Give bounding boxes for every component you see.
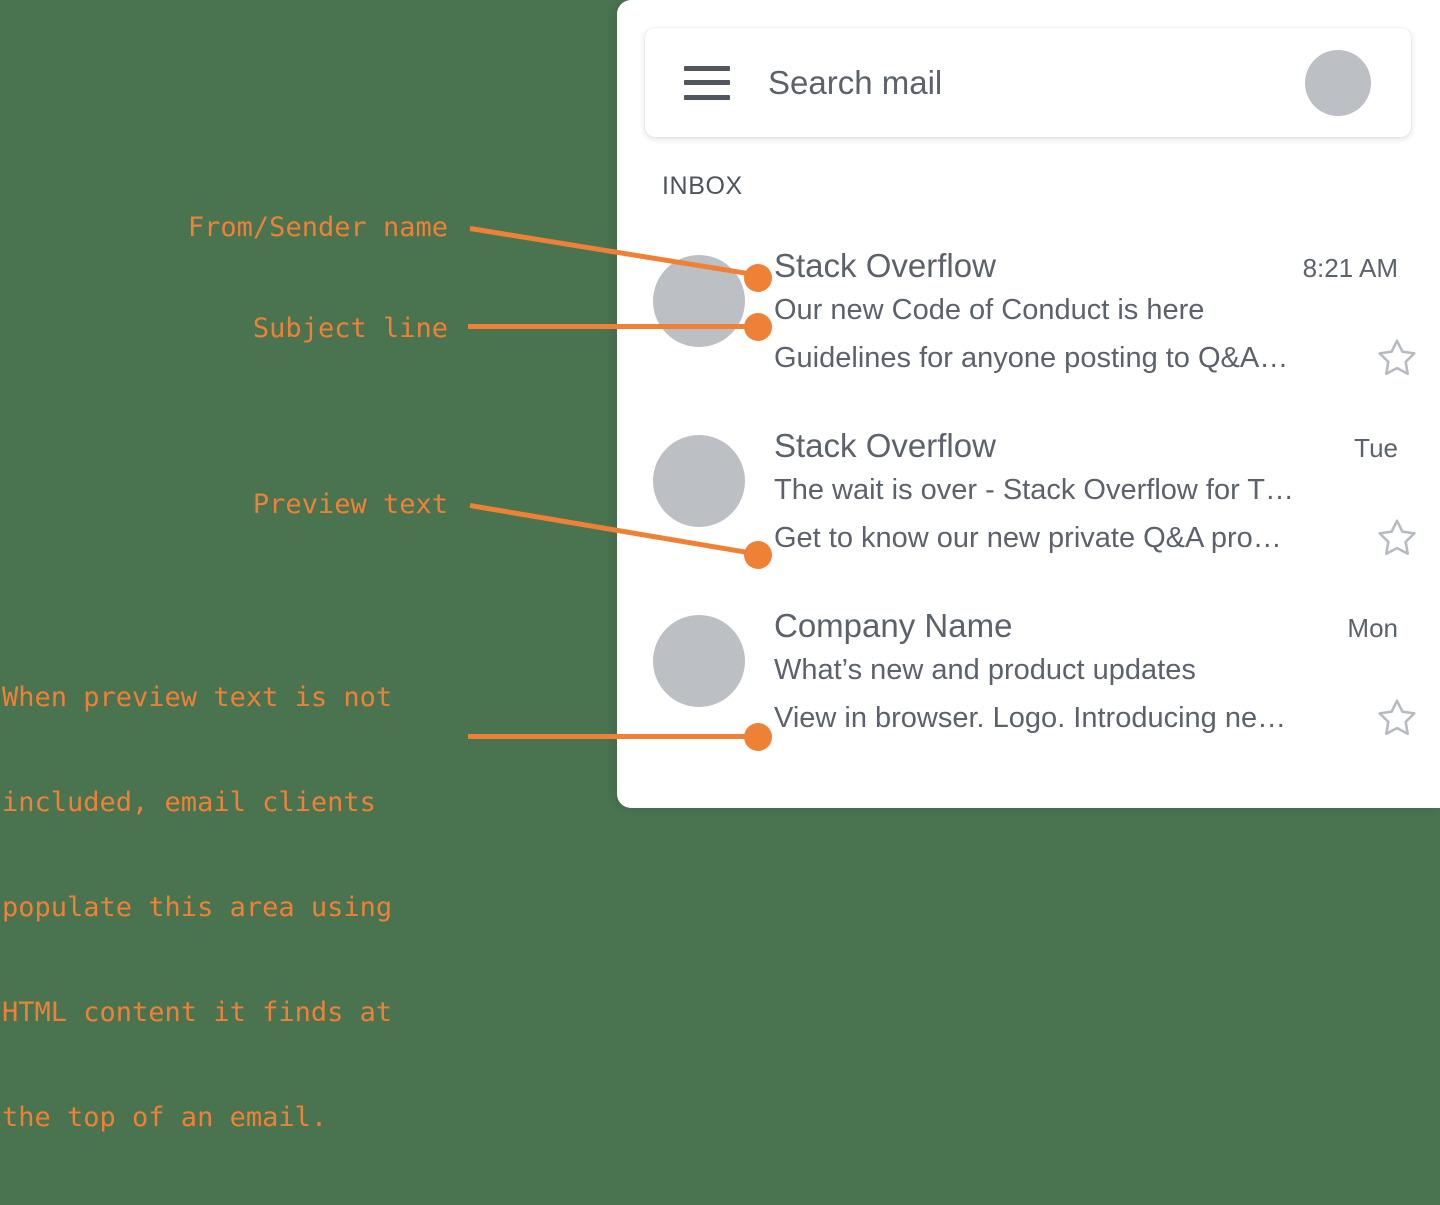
email-list: Stack Overflow 8:21 AM Our new Code of C… (617, 239, 1440, 779)
hamburger-bar-2 (684, 80, 730, 85)
annotation-label-subject: Subject line (252, 313, 448, 344)
hamburger-bar-1 (684, 65, 730, 71)
annotation-dot-preview (744, 541, 772, 569)
timestamp: 8:21 AM (1302, 253, 1398, 283)
timestamp: Tue (1354, 433, 1398, 463)
annotation-note: When preview text is not included, email… (2, 610, 462, 1205)
annotation-note-line: the top of an email. (2, 1102, 328, 1133)
subject-line: What’s new and product updates (774, 654, 1196, 686)
annotation-leader-note (468, 734, 760, 739)
search-input[interactable]: Search mail (768, 63, 943, 101)
email-row[interactable]: Company Name Mon What’s new and product … (617, 599, 1440, 779)
email-row[interactable]: Stack Overflow Tue The wait is over - St… (617, 419, 1440, 599)
email-row[interactable]: Stack Overflow 8:21 AM Our new Code of C… (617, 239, 1440, 419)
sender-name: Company Name (774, 607, 1013, 644)
mailbox-label: INBOX (662, 172, 743, 200)
preview-text: View in browser. Logo. Introducing ne… (774, 701, 1287, 734)
avatar (653, 615, 745, 707)
star-outline-icon[interactable] (1375, 696, 1419, 740)
annotation-note-line: included, email clients (2, 787, 376, 818)
star-outline-icon[interactable] (1375, 516, 1419, 560)
hamburger-bar-3 (684, 94, 730, 100)
annotation-note-line: HTML content it finds at (2, 997, 393, 1028)
subject-line: Our new Code of Conduct is here (774, 294, 1205, 326)
mail-panel: Search mail INBOX Stack Overflow 8:21 AM… (617, 0, 1440, 808)
annotation-dot-note (744, 723, 772, 751)
sender-name: Stack Overflow (774, 427, 996, 464)
avatar (653, 435, 745, 527)
annotation-note-line: populate this area using (2, 892, 393, 923)
star-outline-icon[interactable] (1375, 336, 1419, 380)
annotation-label-sender: From/Sender name (187, 212, 448, 243)
preview-text: Guidelines for anyone posting to Q&A… (774, 341, 1289, 374)
annotation-dot-sender (744, 264, 772, 292)
preview-text: Get to know our new private Q&A pro… (774, 521, 1282, 554)
account-avatar[interactable] (1305, 49, 1371, 116)
timestamp: Mon (1347, 613, 1398, 643)
hamburger-menu-icon[interactable] (684, 65, 730, 100)
search-bar[interactable]: Search mail (645, 28, 1411, 137)
annotation-label-preview: Preview text (252, 489, 448, 520)
annotation-leader-subject (468, 324, 760, 329)
annotation-dot-subject (744, 313, 772, 341)
annotation-note-line: When preview text is not (2, 682, 393, 713)
subject-line: The wait is over - Stack Overflow for T… (774, 474, 1294, 506)
sender-name: Stack Overflow (774, 247, 996, 284)
